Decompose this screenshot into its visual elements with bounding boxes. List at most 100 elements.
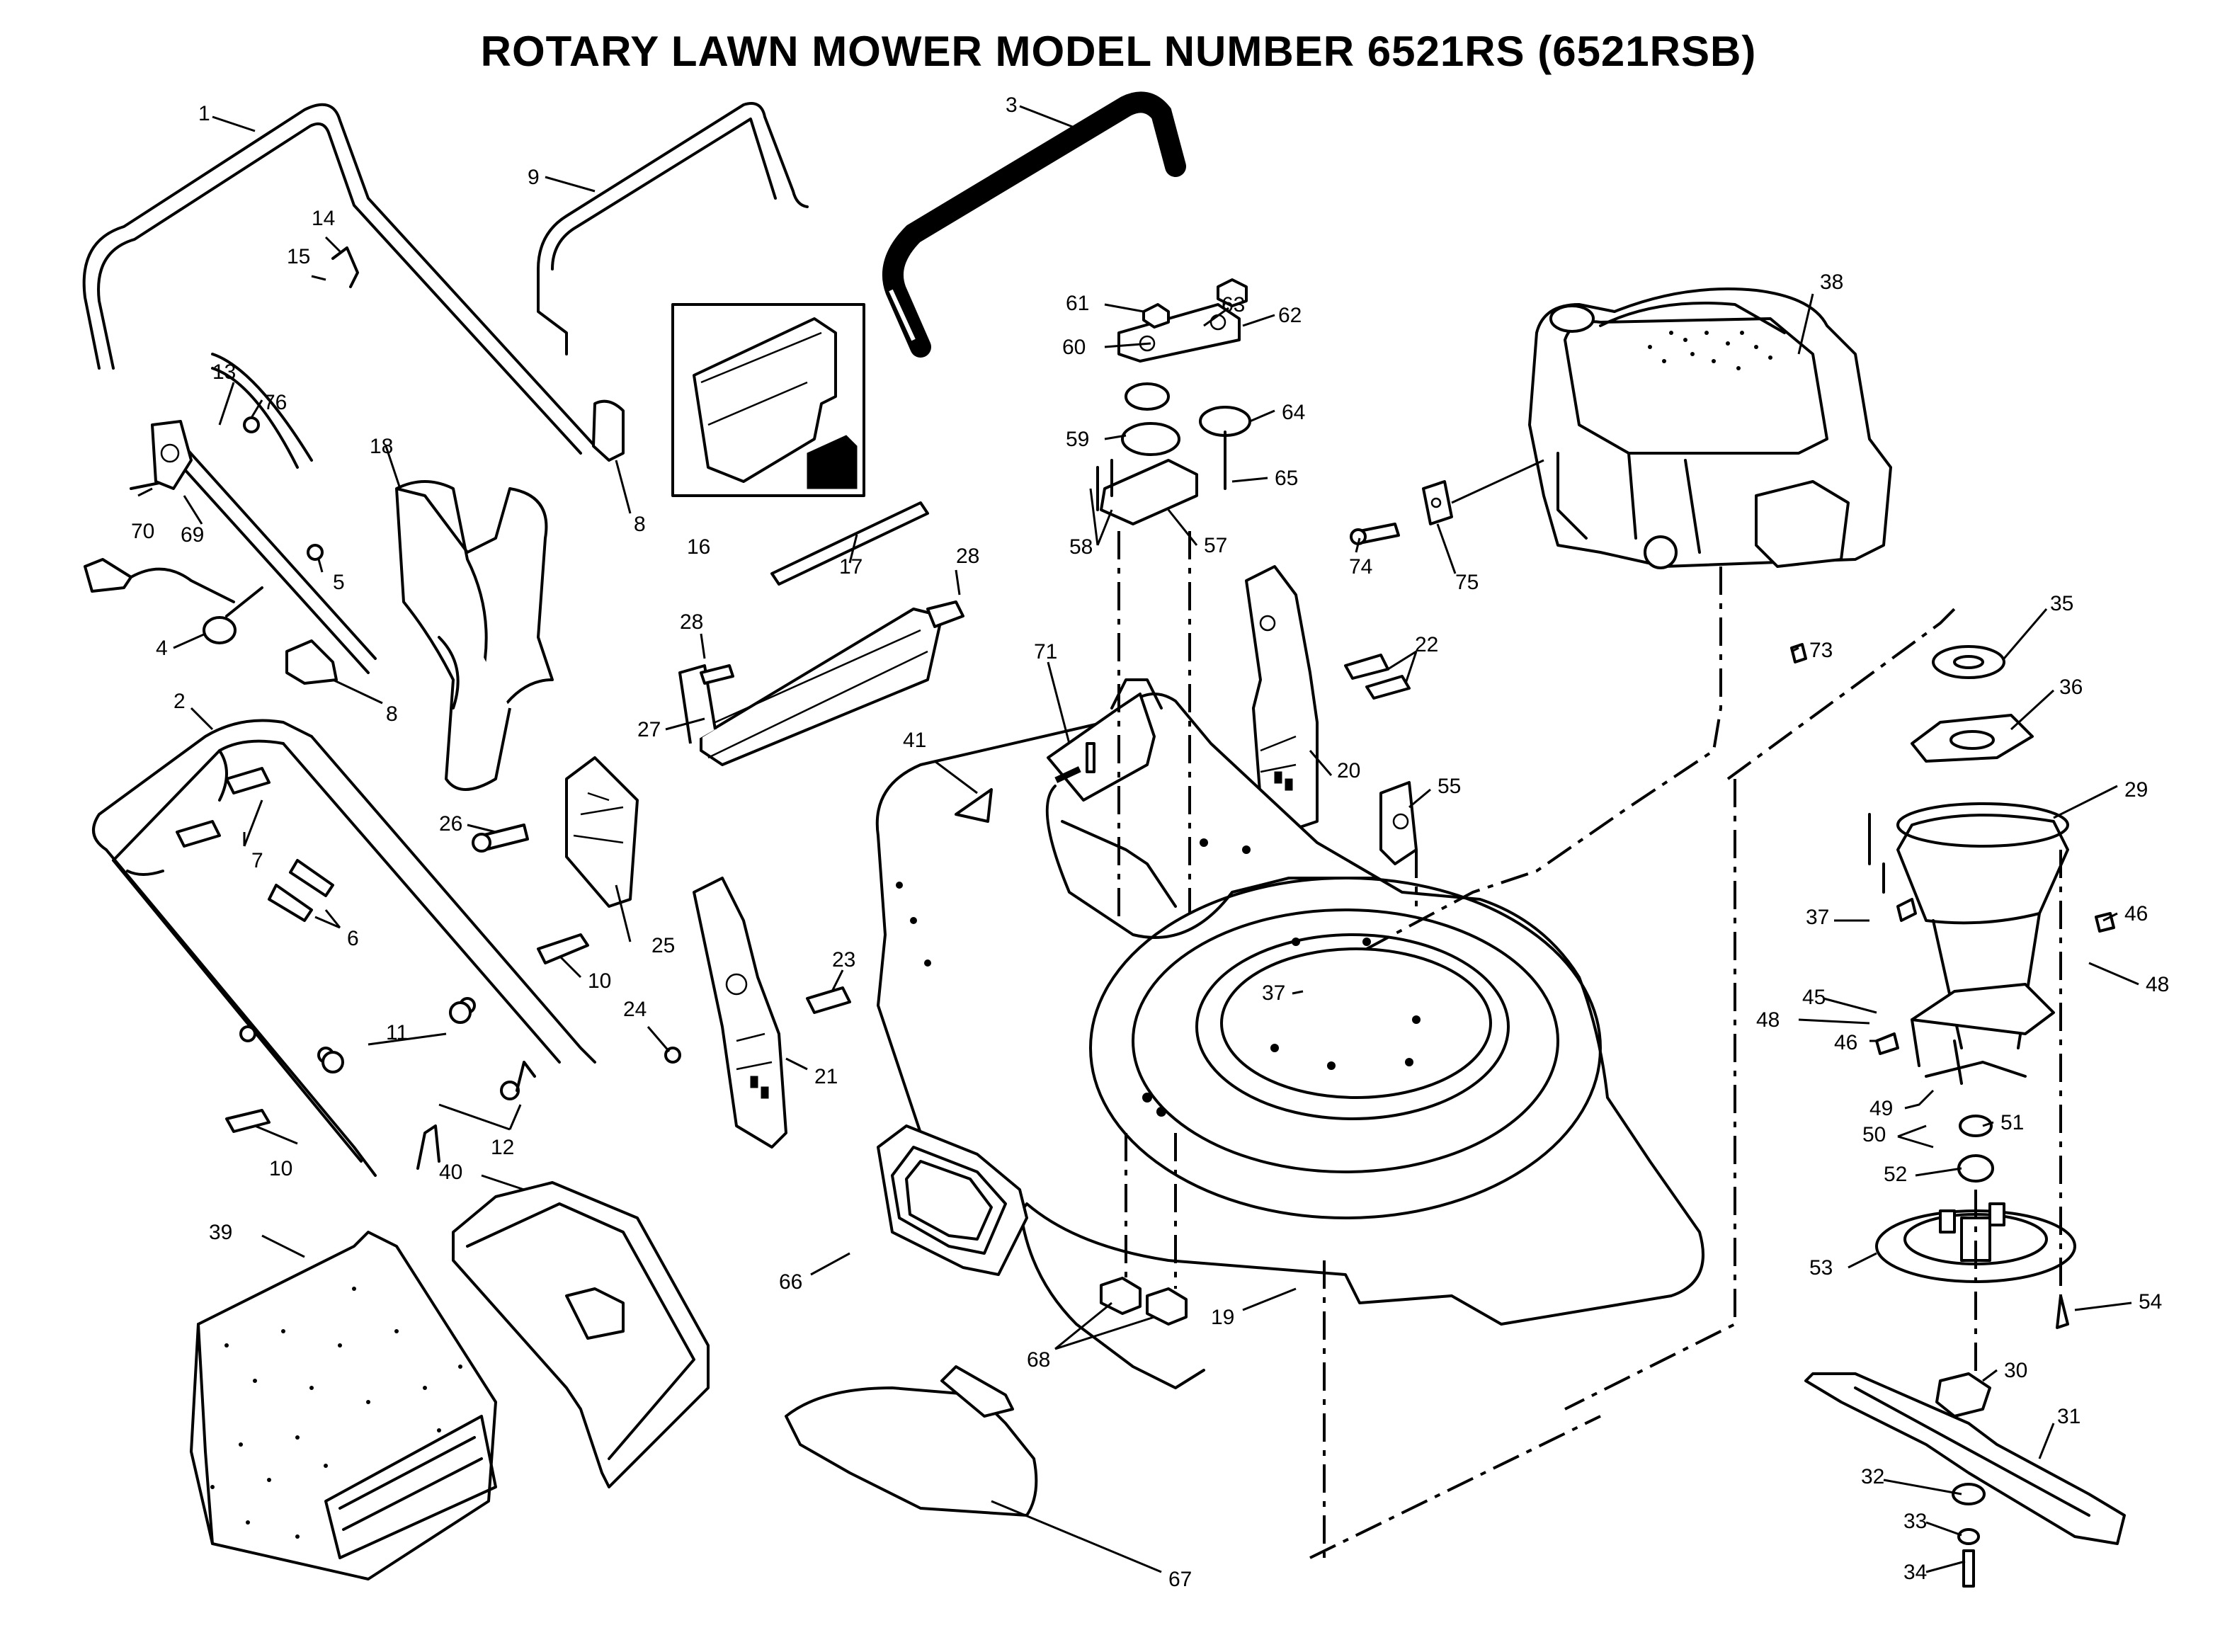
rear-height-adjuster (1245, 565, 1411, 830)
leader-lines (137, 105, 2139, 1573)
callout-13: 13 (212, 360, 236, 384)
callout-40: 40 (439, 1161, 462, 1184)
callout-8b: 8 (386, 702, 398, 726)
callout-39: 39 (209, 1221, 232, 1244)
callout-46b: 46 (1834, 1031, 1857, 1054)
callout-73: 73 (1809, 639, 1833, 662)
callout-22: 22 (1415, 633, 1438, 656)
grass-bag (190, 1231, 497, 1580)
callout-57: 57 (1204, 534, 1227, 557)
callout-29: 29 (2124, 778, 2148, 802)
mulch-plug (785, 1365, 1038, 1517)
hinge-rod (770, 501, 929, 586)
callout-16: 16 (687, 535, 710, 559)
callout-36: 36 (2059, 676, 2083, 699)
callout-58: 58 (1069, 535, 1093, 559)
callout-41: 41 (903, 729, 926, 752)
callout-71: 71 (1034, 640, 1057, 663)
callout-53: 53 (1809, 1256, 1833, 1280)
front-height-adjuster (664, 877, 851, 1149)
callout-28a: 28 (956, 545, 979, 568)
rear-baffle (395, 480, 554, 791)
callout-48a: 48 (1756, 1008, 1780, 1032)
callout-19: 19 (1211, 1306, 1234, 1329)
callout-70: 70 (131, 520, 154, 543)
callout-35: 35 (2050, 592, 2073, 615)
handle-grip (882, 91, 1186, 358)
callout-24: 24 (623, 998, 647, 1021)
callout-45: 45 (1802, 986, 1826, 1009)
callout-62: 62 (1278, 304, 1302, 327)
callout-10a: 10 (588, 969, 611, 993)
callout-54: 54 (2139, 1290, 2162, 1314)
page-title: ROTARY LAWN MOWER MODEL NUMBER 6521RS (6… (480, 28, 1757, 75)
callout-52: 52 (1884, 1163, 1907, 1186)
callout-31: 31 (2057, 1405, 2081, 1428)
callout-8a: 8 (634, 513, 646, 536)
callout-48b: 48 (2146, 973, 2169, 996)
callout-65: 65 (1275, 467, 1298, 490)
control-bar (537, 102, 809, 355)
inset-box (671, 303, 865, 497)
assembly-lines (1117, 531, 2062, 1559)
callout-26: 26 (439, 812, 462, 836)
callout-28b: 28 (680, 610, 703, 634)
callout-61: 61 (1066, 292, 1089, 315)
callout-30: 30 (2004, 1359, 2027, 1382)
callout-1: 1 (198, 102, 210, 125)
deck-bracket-71 (1047, 693, 1156, 802)
callout-32: 32 (1861, 1465, 1884, 1488)
callout-6: 6 (347, 927, 359, 950)
callout-15: 15 (287, 245, 310, 268)
callout-60: 60 (1062, 336, 1086, 359)
callout-51: 51 (2000, 1111, 2024, 1134)
callout-5: 5 (333, 571, 345, 594)
callout-69: 69 (181, 523, 204, 547)
callout-50: 50 (1862, 1123, 1886, 1146)
callout-59: 59 (1066, 428, 1089, 451)
callout-7: 7 (251, 849, 263, 872)
handle-hardware (84, 246, 625, 685)
callout-23: 23 (832, 948, 855, 972)
callout-4: 4 (156, 637, 168, 660)
callout-46a: 46 (2124, 902, 2148, 925)
callout-75: 75 (1455, 571, 1479, 594)
callout-38: 38 (1820, 270, 1843, 294)
bracket-55 (1379, 781, 1418, 865)
callout-labels: 1 2 3 4 5 6 7 8 8 9 10 10 11 12 13 14 15… (131, 93, 2169, 1591)
callout-55: 55 (1438, 775, 1461, 798)
callout-33: 33 (1903, 1510, 1927, 1533)
engine-bracket-75 (1350, 480, 1807, 663)
mower-blade (1804, 1372, 2126, 1588)
engine (1528, 287, 1892, 569)
callout-74: 74 (1349, 555, 1372, 579)
blade-adapter-stack (1868, 645, 2115, 1329)
wheel-nuts (1100, 1277, 1188, 1326)
callout-66: 66 (779, 1270, 802, 1294)
callout-76: 76 (263, 391, 287, 414)
callout-11: 11 (386, 1021, 408, 1044)
callout-10b: 10 (269, 1157, 292, 1180)
callout-20: 20 (1337, 759, 1360, 782)
callout-21: 21 (814, 1065, 838, 1088)
callout-68: 68 (1027, 1348, 1050, 1372)
mower-deck (875, 678, 1704, 1389)
callout-49: 49 (1869, 1097, 1893, 1120)
bag-frame (452, 1181, 710, 1488)
callout-14: 14 (312, 207, 335, 230)
callout-3: 3 (1006, 93, 1018, 117)
callout-2: 2 (173, 690, 186, 713)
side-discharge-cover (877, 1124, 1028, 1276)
lower-handle (92, 719, 596, 1177)
callout-9: 9 (528, 166, 540, 189)
deflector-bracket (472, 756, 639, 908)
callout-37b: 37 (1262, 981, 1285, 1005)
callout-37a: 37 (1806, 906, 1829, 929)
callout-67: 67 (1168, 1568, 1192, 1591)
callout-25: 25 (651, 934, 675, 957)
callout-18: 18 (370, 435, 393, 458)
upper-handle (82, 103, 610, 674)
callout-12: 12 (491, 1136, 514, 1159)
callout-63: 63 (1222, 293, 1245, 317)
